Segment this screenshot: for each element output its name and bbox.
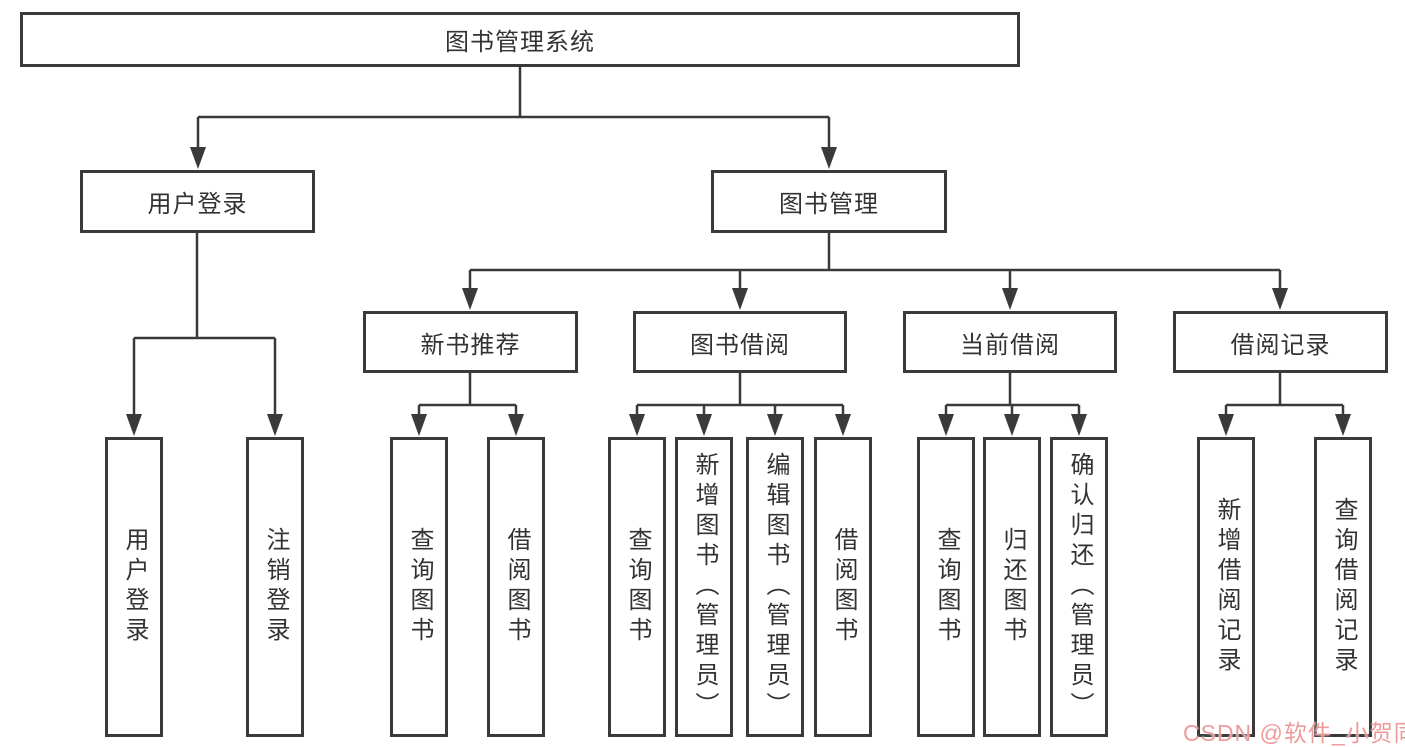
leaf-add-book-admin-label: 新增图书（管理员） bbox=[691, 452, 718, 722]
leaf-edit-book-admin: 编辑图书（管理员） bbox=[746, 437, 804, 737]
arrowheads-root-to-level2 bbox=[190, 147, 837, 169]
leaf-return-book: 归还图书 bbox=[983, 437, 1041, 737]
leaf-logout: 注销登录 bbox=[246, 437, 304, 737]
leaf-return-book-label: 归还图书 bbox=[999, 527, 1026, 647]
leaf-edit-book-admin-label: 编辑图书（管理员） bbox=[762, 452, 789, 722]
node-user-login: 用户登录 bbox=[80, 170, 315, 233]
node-root-label: 图书管理系统 bbox=[445, 29, 595, 56]
csdn-watermark: CSDN @软件_小贺同学 bbox=[1183, 720, 1405, 746]
arrowheads-user-login-fork bbox=[126, 414, 283, 436]
leaf-borrow-query-book-label: 查询图书 bbox=[624, 527, 651, 647]
arrowheads-new-book-recommend-fork bbox=[411, 414, 524, 436]
leaf-add-borrow-record: 新增借阅记录 bbox=[1197, 437, 1255, 737]
node-borrow-record-label: 借阅记录 bbox=[1230, 331, 1331, 359]
node-current-borrow: 当前借阅 bbox=[903, 311, 1117, 373]
node-book-borrow-label: 图书借阅 bbox=[690, 331, 790, 359]
leaf-current-query-book: 查询图书 bbox=[917, 437, 975, 737]
arrowheads-book-borrow-fork bbox=[629, 414, 851, 436]
node-new-book-recommend: 新书推荐 bbox=[363, 311, 578, 373]
arrowheads-borrow-record-fork bbox=[1218, 414, 1351, 436]
leaf-confirm-return-admin-label: 确认归还（管理员） bbox=[1066, 452, 1093, 722]
leaf-user-login: 用户登录 bbox=[105, 437, 163, 737]
leaf-add-book-admin: 新增图书（管理员） bbox=[675, 437, 733, 737]
node-book-management: 图书管理 bbox=[711, 170, 947, 233]
arrowheads-current-borrow-fork bbox=[938, 414, 1087, 436]
leaf-recommend-query-book: 查询图书 bbox=[390, 437, 448, 737]
connector-book-management-to-level3 bbox=[468, 233, 1282, 294]
leaf-user-login-label: 用户登录 bbox=[121, 527, 148, 647]
arrowheads-book-management-to-level3 bbox=[462, 288, 1288, 310]
leaf-query-borrow-record: 查询借阅记录 bbox=[1314, 437, 1372, 737]
leaf-logout-label: 注销登录 bbox=[262, 527, 289, 647]
node-new-book-recommend-label: 新书推荐 bbox=[420, 331, 521, 359]
connector-borrow-record-fork bbox=[1224, 373, 1345, 420]
node-root: 图书管理系统 bbox=[20, 12, 1020, 67]
node-book-management-label: 图书管理 bbox=[779, 191, 879, 218]
node-borrow-record: 借阅记录 bbox=[1173, 311, 1388, 373]
node-current-borrow-label: 当前借阅 bbox=[960, 331, 1060, 359]
leaf-borrow-book-label: 借阅图书 bbox=[830, 527, 857, 647]
leaf-borrow-book: 借阅图书 bbox=[814, 437, 872, 737]
leaf-borrow-query-book: 查询图书 bbox=[608, 437, 666, 737]
node-user-login-label: 用户登录 bbox=[147, 191, 248, 218]
leaf-query-borrow-record-label: 查询借阅记录 bbox=[1330, 497, 1357, 677]
connector-current-borrow-fork bbox=[944, 373, 1081, 420]
leaf-add-borrow-record-label: 新增借阅记录 bbox=[1213, 497, 1240, 677]
leaf-recommend-borrow-book: 借阅图书 bbox=[487, 437, 545, 737]
leaf-confirm-return-admin: 确认归还（管理员） bbox=[1050, 437, 1108, 737]
leaf-current-query-book-label: 查询图书 bbox=[933, 527, 960, 647]
leaf-recommend-query-book-label: 查询图书 bbox=[406, 527, 433, 647]
connector-new-book-recommend-fork bbox=[417, 373, 518, 420]
leaf-recommend-borrow-book-label: 借阅图书 bbox=[503, 527, 530, 647]
connector-user-login-fork bbox=[132, 233, 277, 420]
connector-book-borrow-fork bbox=[635, 373, 845, 420]
node-book-borrow: 图书借阅 bbox=[633, 311, 847, 373]
connector-root-to-level2 bbox=[196, 67, 831, 152]
